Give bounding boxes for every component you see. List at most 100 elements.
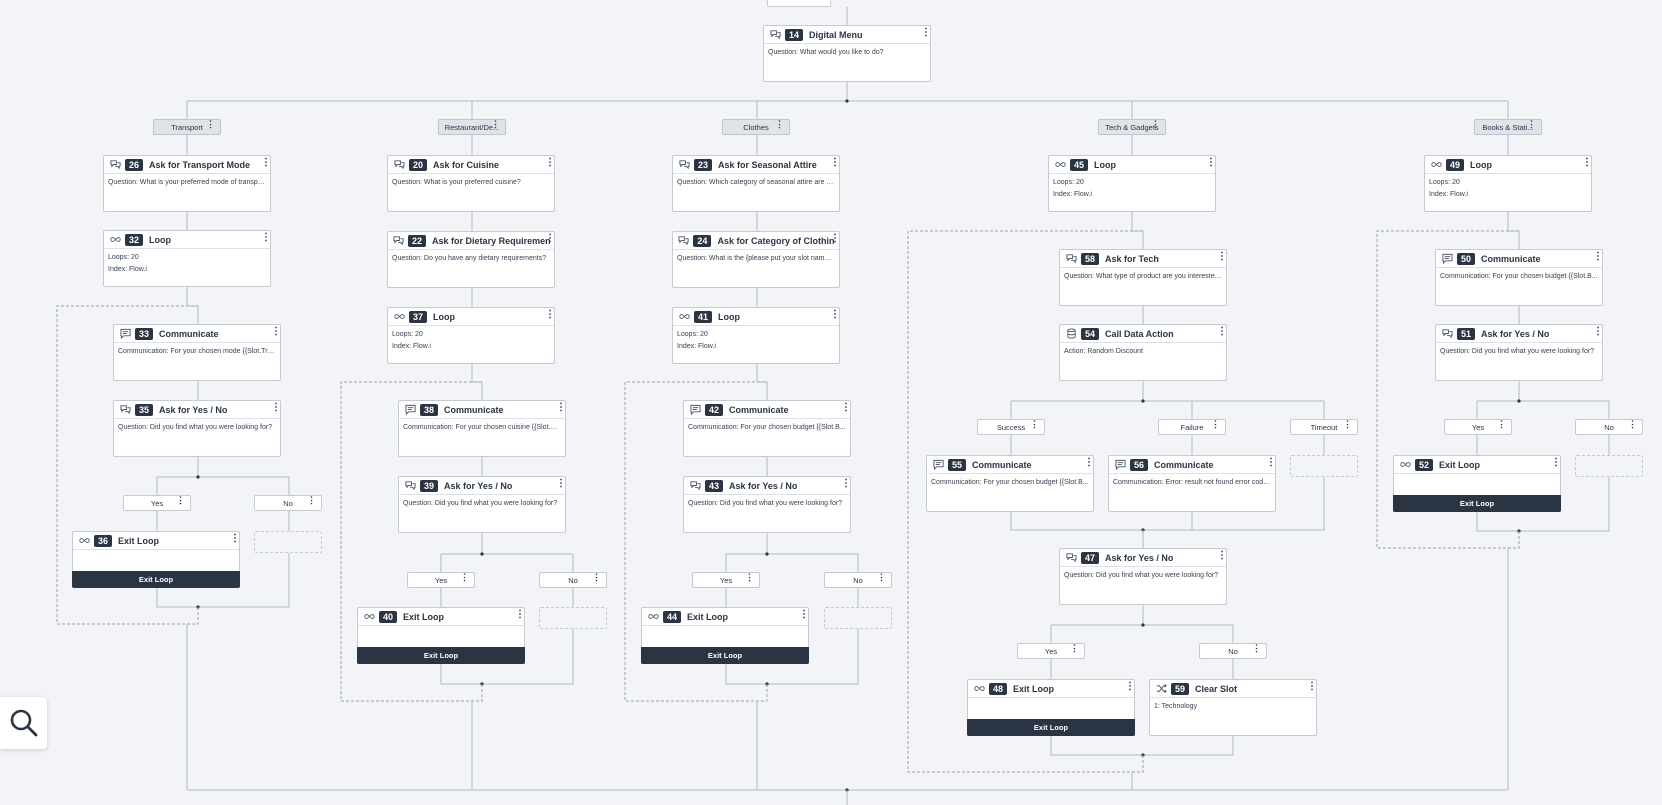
search-button[interactable] — [0, 697, 47, 749]
more-options-icon[interactable]: ⋮ — [545, 309, 555, 320]
more-options-icon[interactable]: ⋮ — [556, 402, 566, 413]
more-options-icon[interactable]: ⋮ — [261, 157, 271, 168]
more-options-icon[interactable]: ⋮ — [1211, 419, 1220, 429]
more-options-icon[interactable]: ⋮ — [1125, 681, 1135, 692]
more-options-icon[interactable]: ⋮ — [830, 233, 840, 244]
more-options-icon[interactable]: ⋮ — [1551, 457, 1561, 468]
more-options-icon[interactable]: ⋮ — [307, 495, 316, 505]
branch-restaurant[interactable]: Restaurant/De...⋮ — [438, 119, 506, 135]
more-options-icon[interactable]: ⋮ — [799, 609, 809, 620]
more-options-icon[interactable]: ⋮ — [271, 402, 281, 413]
more-options-icon[interactable]: ⋮ — [877, 572, 886, 582]
branch-no[interactable]: No⋮ — [1199, 643, 1267, 659]
branch-tech[interactable]: Tech & Gadgets⋮ — [1098, 119, 1166, 135]
more-options-icon[interactable]: ⋮ — [1217, 251, 1227, 262]
empty-branch-slot[interactable] — [539, 607, 607, 629]
more-options-icon[interactable]: ⋮ — [775, 119, 784, 129]
branch-yes[interactable]: Yes⋮ — [692, 572, 760, 588]
more-options-icon[interactable]: ⋮ — [1151, 119, 1160, 129]
branch-no[interactable]: No⋮ — [539, 572, 607, 588]
more-options-icon[interactable]: ⋮ — [206, 119, 215, 129]
more-options-icon[interactable]: ⋮ — [1206, 157, 1216, 168]
more-options-icon[interactable]: ⋮ — [745, 572, 754, 582]
more-options-icon[interactable]: ⋮ — [830, 309, 840, 320]
branch-yes[interactable]: Yes⋮ — [123, 495, 191, 511]
more-options-icon[interactable]: ⋮ — [1527, 119, 1536, 129]
branch-yes[interactable]: Yes⋮ — [407, 572, 475, 588]
more-options-icon[interactable]: ⋮ — [830, 157, 840, 168]
more-options-icon[interactable]: ⋮ — [1307, 681, 1317, 692]
exit-loop-button[interactable]: Exit Loop — [967, 719, 1135, 736]
branch-books[interactable]: Books & Stati...⋮ — [1474, 119, 1542, 135]
exit-loop-button[interactable]: Exit Loop — [357, 647, 525, 664]
more-options-icon[interactable]: ⋮ — [271, 326, 281, 337]
more-options-icon[interactable]: ⋮ — [1343, 419, 1352, 429]
more-options-icon[interactable]: ⋮ — [841, 402, 851, 413]
branch-failure[interactable]: Failure⋮ — [1158, 419, 1226, 435]
more-options-icon[interactable]: ⋮ — [230, 533, 240, 544]
exit-loop-button[interactable]: Exit Loop — [72, 571, 240, 588]
branch-no[interactable]: No⋮ — [824, 572, 892, 588]
empty-branch-slot[interactable] — [1290, 455, 1358, 477]
more-options-icon[interactable]: ⋮ — [515, 609, 525, 620]
more-options-icon[interactable]: ⋮ — [1070, 643, 1079, 653]
more-options-icon[interactable]: ⋮ — [261, 232, 271, 243]
more-options-icon[interactable]: ⋮ — [1266, 457, 1276, 468]
more-options-icon[interactable]: ⋮ — [841, 478, 851, 489]
empty-branch-slot[interactable] — [254, 531, 322, 553]
more-options-icon[interactable]: ⋮ — [1252, 643, 1261, 653]
branch-timeout[interactable]: Timeout⋮ — [1290, 419, 1358, 435]
more-options-icon[interactable]: ⋮ — [545, 157, 555, 168]
exit-loop-button[interactable]: Exit Loop — [641, 647, 809, 664]
previous-node-stub[interactable] — [767, 0, 831, 7]
branch-yes[interactable]: Yes⋮ — [1017, 643, 1085, 659]
branch-no[interactable]: No⋮ — [254, 495, 322, 511]
more-options-icon[interactable]: ⋮ — [1593, 251, 1603, 262]
more-options-icon[interactable]: ⋮ — [1030, 419, 1039, 429]
more-options-icon[interactable]: ⋮ — [1217, 550, 1227, 561]
more-options-icon[interactable]: ⋮ — [1084, 457, 1094, 468]
empty-branch-slot[interactable] — [824, 607, 892, 629]
branch-yes[interactable]: Yes⋮ — [1444, 419, 1512, 435]
